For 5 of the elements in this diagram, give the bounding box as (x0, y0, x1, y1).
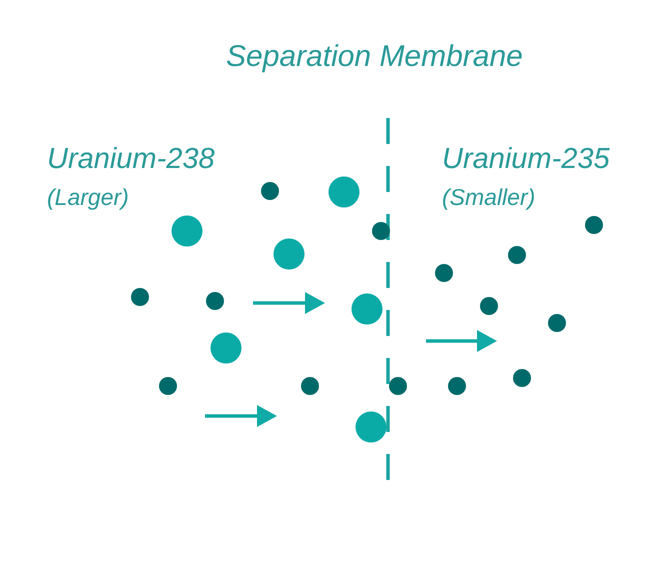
label-text: Separation Membrane (226, 40, 523, 74)
label-text: (Smaller) (442, 184, 536, 210)
label-text: Uranium-235 (442, 143, 610, 176)
label-text: Uranium-238 (47, 143, 215, 176)
label-text: (Larger) (47, 184, 129, 210)
